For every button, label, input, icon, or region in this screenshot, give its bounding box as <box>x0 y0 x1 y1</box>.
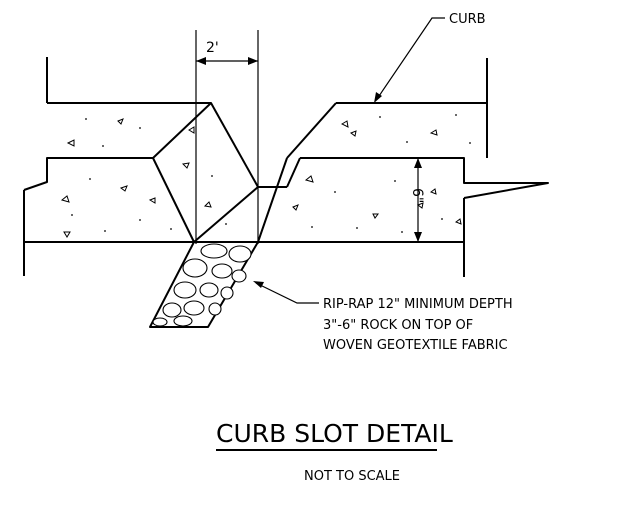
scale-note: NOT TO SCALE <box>304 469 400 484</box>
concrete-stipple <box>60 114 471 238</box>
curb-label: CURB <box>449 12 486 27</box>
left-curb-section <box>23 57 212 276</box>
width-dimension-label: 2' <box>206 40 219 56</box>
depth-dimension <box>414 158 422 242</box>
riprap-label-line2: 3"-6" ROCK ON TOP OF <box>323 318 473 333</box>
riprap-leader <box>253 281 319 304</box>
rip-rap-rock-fill <box>149 241 259 328</box>
riprap-label-line1: RIP-RAP 12" MINIMUM DEPTH <box>323 297 513 312</box>
curb-leader <box>374 17 445 103</box>
detail-title: CURB SLOT DETAIL <box>216 419 453 448</box>
riprap-label-line3: WOVEN GEOTEXTILE FABRIC <box>323 338 508 353</box>
right-curb-section <box>258 58 549 277</box>
width-dimension <box>195 30 259 244</box>
slot-cut-lines <box>152 102 301 243</box>
depth-dimension-label: 6" <box>409 188 425 203</box>
